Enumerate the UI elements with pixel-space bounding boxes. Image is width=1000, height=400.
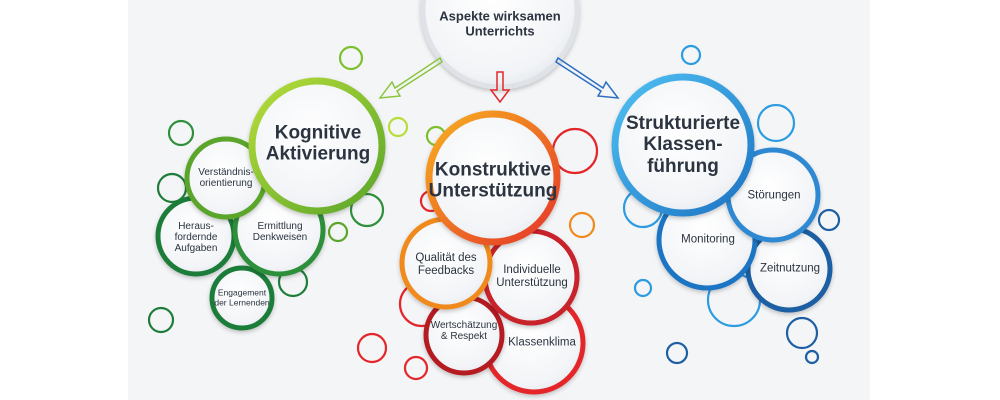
- green-item-1: Verständnis- orientierung: [198, 166, 254, 189]
- blue-item-2: Monitoring: [681, 233, 735, 246]
- blue-cluster: [611, 73, 833, 313]
- red-item-2: Individuelle Unterstützung: [496, 264, 568, 289]
- red-item-3: Wertschätzung & Respekt: [430, 319, 498, 342]
- red-item-4: Klassenklima: [508, 336, 576, 349]
- blue-item-1: Störungen: [747, 189, 801, 202]
- green-item-4: Engagement der Lernenden: [214, 287, 270, 307]
- top-node-circle: [420, 0, 580, 90]
- blue-item-3: Zeitnutzung: [759, 262, 821, 275]
- green-title: Kognitive Aktivierung: [265, 122, 371, 165]
- red-title: Konstruktive Unterstützung: [428, 159, 558, 202]
- arrow-green: [378, 56, 443, 99]
- arrow-blue: [555, 56, 620, 99]
- arrow-red: [489, 71, 511, 104]
- red-item-1: Qualität des Feedbacks: [415, 252, 477, 277]
- green-item-2: Heraus- fordernde Aufgaben: [174, 221, 218, 255]
- red-cluster: [399, 110, 586, 395]
- blue-title: Strukturierte Klassen- führung: [625, 113, 741, 177]
- green-cluster: [155, 77, 386, 331]
- top-node-label: Aspekte wirksamen Unterrichts: [439, 8, 561, 38]
- green-item-3: Ermittlung Denkweisen: [252, 220, 308, 243]
